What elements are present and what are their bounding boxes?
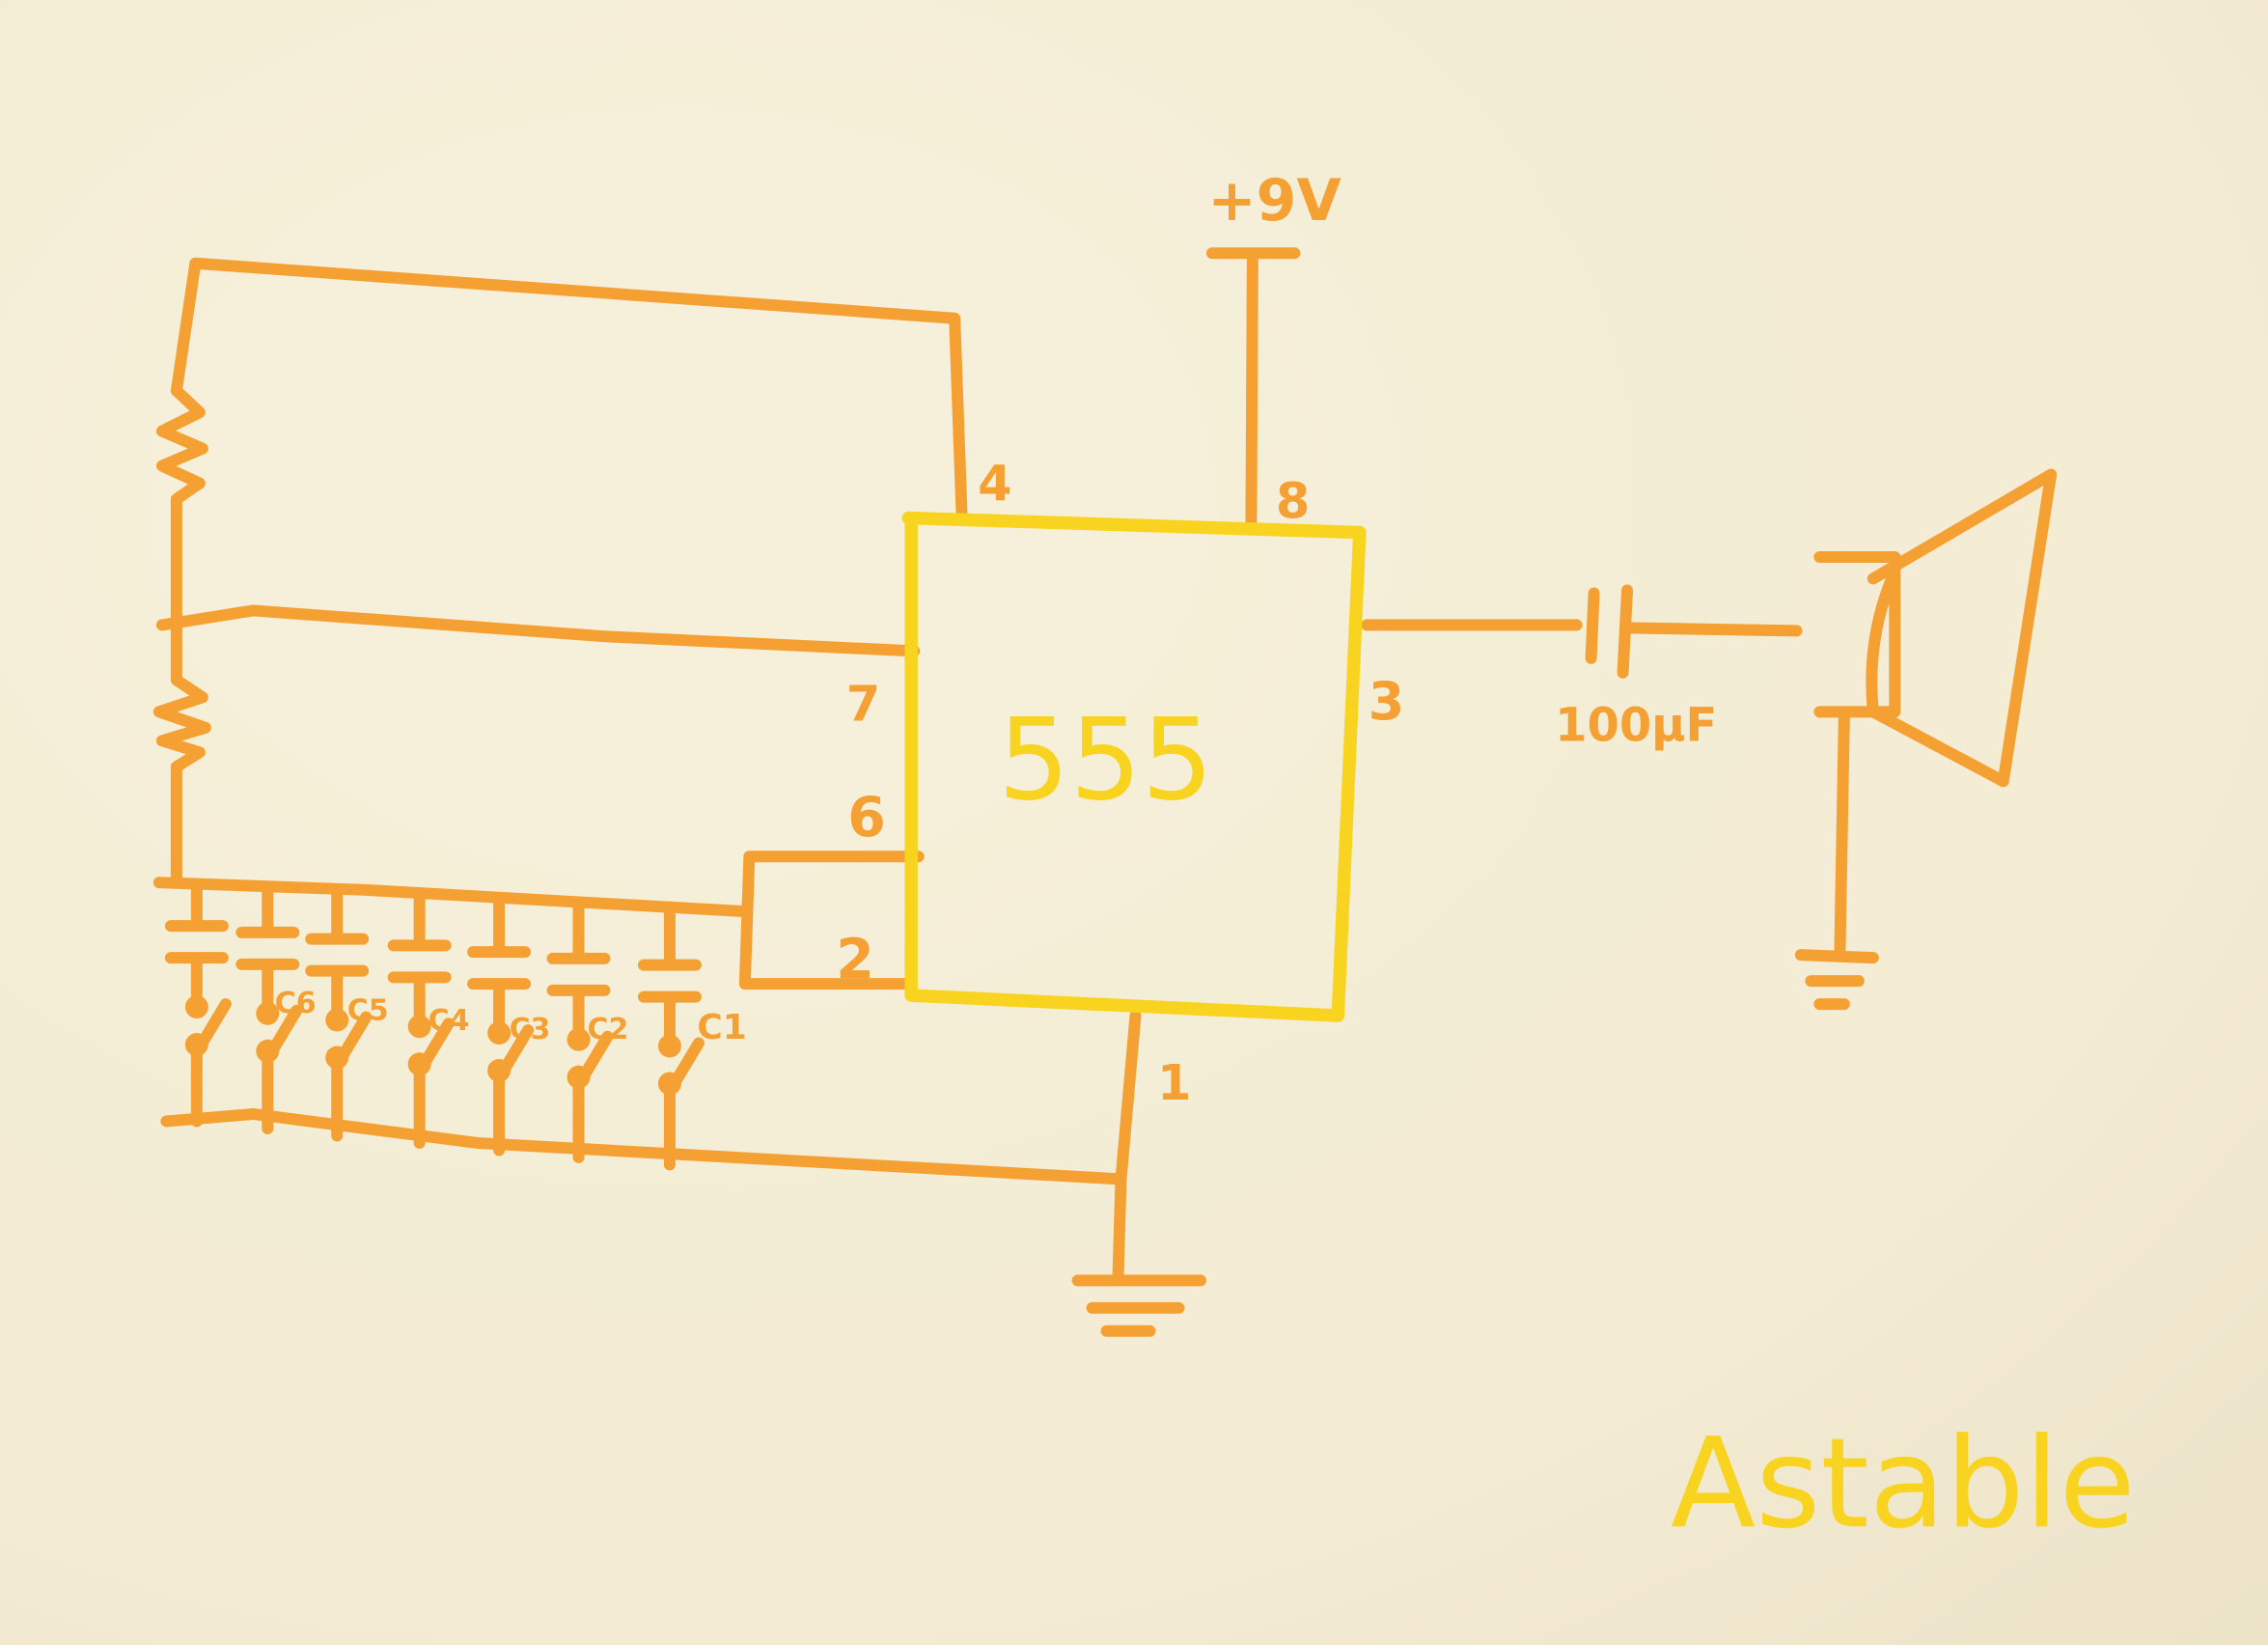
capacitor-bank xyxy=(164,879,705,1171)
pin-8-label: 8 xyxy=(1276,474,1310,531)
wire-speaker-ground xyxy=(1794,710,1879,1011)
cap-label: C2 xyxy=(587,1013,628,1046)
supply-label: +9V xyxy=(1207,167,1341,235)
cap-label: C6 xyxy=(275,987,317,1020)
cap-label: C3 xyxy=(510,1013,551,1046)
capacitor-switch-1 xyxy=(164,879,232,1128)
pin-2-label: 2 xyxy=(836,928,874,991)
switch-contact-dot xyxy=(567,1065,591,1089)
wire-cap-bus xyxy=(152,877,751,918)
capacitor-switch-6 xyxy=(546,897,614,1163)
switch-contact-dot xyxy=(184,995,208,1019)
pin-6-label: 6 xyxy=(847,786,886,850)
cap-label: C4 xyxy=(429,1004,470,1038)
ic-555-body xyxy=(901,511,1367,1022)
wire-switch-bus xyxy=(160,1107,1127,1185)
capacitor-switch-4 xyxy=(387,890,455,1149)
switch-contact-dot xyxy=(407,1052,431,1076)
switch-contact-dot xyxy=(184,1033,208,1057)
pin-7-label: 7 xyxy=(846,676,880,733)
resistor-r1 xyxy=(155,384,208,628)
switch-contact-dot xyxy=(256,1001,280,1025)
switch-contact-dot xyxy=(567,1027,591,1051)
capacitor-labels: C6 C5 C4 C3 C2 C1 xyxy=(275,987,747,1047)
cap-label: C5 xyxy=(347,994,389,1028)
switch-contact-dot xyxy=(487,1059,512,1083)
switch-contact-dot xyxy=(256,1039,280,1063)
wire-pin6-pin2 xyxy=(738,850,925,990)
pin-1-label: 1 xyxy=(1157,1055,1191,1112)
pin-3-label: 3 xyxy=(1369,671,1405,732)
switch-contact-dot xyxy=(657,1072,681,1096)
pin-4-label: 4 xyxy=(978,457,1011,514)
capacitor-switch-5 xyxy=(467,894,535,1157)
wire-supply xyxy=(1205,247,1301,535)
capacitor-switch-7 xyxy=(637,901,705,1171)
diagram-title: Astable xyxy=(1671,1411,2136,1556)
speaker-icon xyxy=(1813,468,2058,788)
resistor-r2 xyxy=(152,619,211,889)
output-capacitor xyxy=(1585,584,1803,679)
cap-label: C1 xyxy=(697,1008,746,1047)
switch-contact-dot xyxy=(657,1034,681,1058)
chip-label: 555 xyxy=(998,694,1213,825)
wire-reset-loop xyxy=(170,257,968,524)
output-cap-label: 100µF xyxy=(1555,698,1717,752)
switch-contact-dot xyxy=(487,1021,512,1046)
capacitor-switch-3 xyxy=(305,886,373,1142)
switch-contact-dot xyxy=(325,1046,349,1070)
switch-contact-dot xyxy=(325,1008,349,1032)
capacitor-switch-2 xyxy=(235,882,303,1134)
wire-pin7 xyxy=(155,604,921,657)
switch-contact-dot xyxy=(407,1015,431,1039)
